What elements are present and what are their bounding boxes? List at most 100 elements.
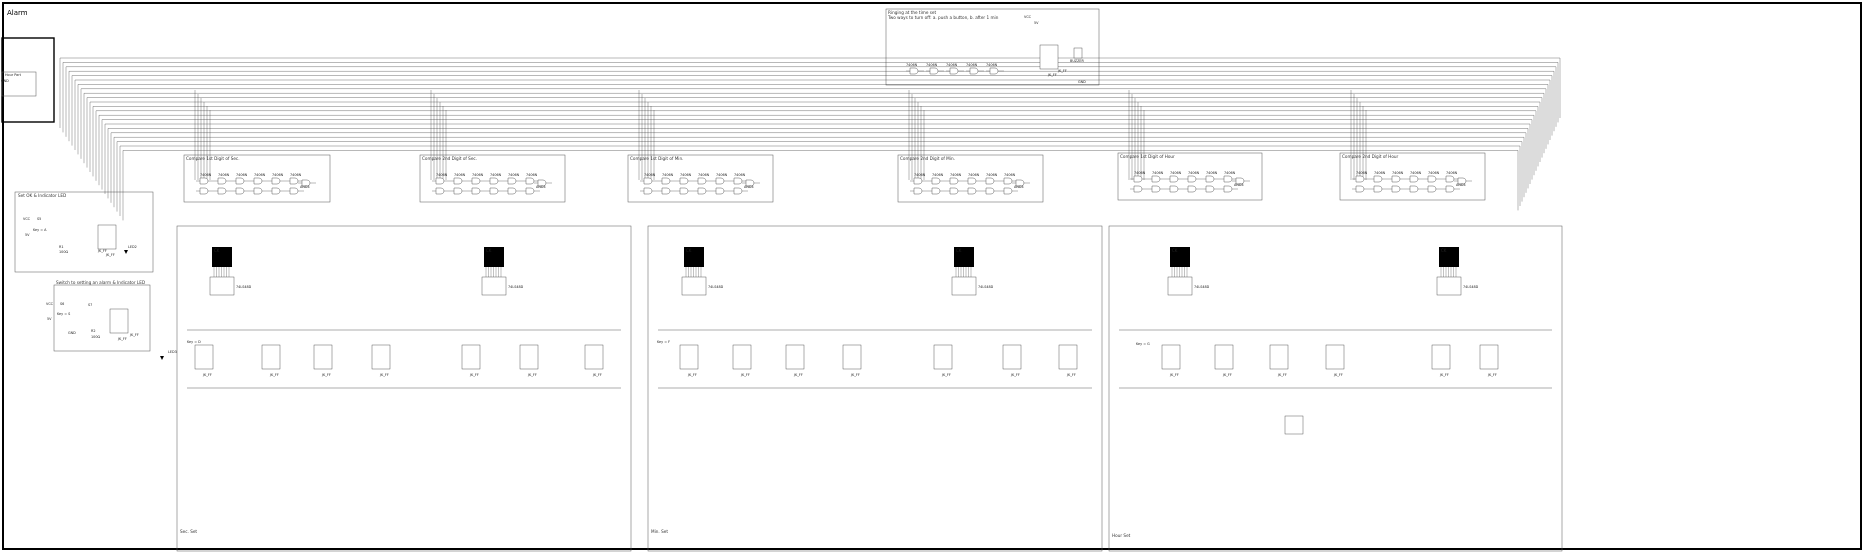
nand-gate	[967, 187, 977, 195]
display-ck: CK	[956, 248, 962, 253]
jk-ff-label: JK_FF	[1439, 373, 1449, 377]
nand-gate	[733, 187, 743, 195]
bus-wire	[107, 128, 1529, 199]
sec-key-d: Key = D	[187, 340, 201, 344]
jk-ff-label: JK_FF	[105, 253, 115, 257]
jk-ff-chip	[1479, 344, 1499, 370]
gate-label: 7406N	[1152, 171, 1164, 175]
cmp-1st-sec-title: Compare 1st Digit of Sec.	[186, 156, 240, 161]
ringing-gate-label: 7406N	[986, 63, 998, 67]
gate-label: 7406N	[218, 173, 230, 177]
not-gate	[679, 177, 689, 185]
bus-wire	[110, 132, 1527, 203]
jk-ff-chip	[1039, 44, 1059, 70]
jk-ff-label: JK_FF	[321, 373, 331, 377]
bus-wire	[59, 57, 1561, 128]
nand-gate	[1373, 185, 1383, 193]
bus-wires	[59, 57, 1561, 389]
not-gate	[715, 177, 725, 185]
nand-gate	[1205, 185, 1215, 193]
jk-ff-label: JK_FF	[117, 337, 127, 341]
nand-gate	[1409, 185, 1419, 193]
nand-gate	[913, 187, 923, 195]
bus-wire	[77, 84, 1549, 155]
jk-ff-label: JK_FF	[469, 373, 479, 377]
cmp-2nd-min-title: Compare 2nd Digit of Min.	[900, 156, 955, 161]
bus-wire	[89, 101, 1541, 172]
and4-label: AND4	[744, 185, 754, 189]
displays: CK74LS48DCK74LS48DCK74LS48DCK74LS48DCK74…	[209, 247, 1479, 296]
gate-label: 7406N	[698, 173, 710, 177]
not-gate	[1187, 175, 1197, 183]
jk-ff-label: JK_FF	[1169, 373, 1179, 377]
not-gate	[235, 177, 245, 185]
nand-gate	[1169, 185, 1179, 193]
jk-ff-label: JK_FF	[1047, 73, 1057, 77]
gate-label: 7406N	[526, 173, 538, 177]
gate-label: 7406N	[1188, 171, 1200, 175]
cmp-2nd-hour-box	[1339, 152, 1486, 201]
switch-gnd: GND	[68, 331, 76, 335]
switch-5v: 5V	[47, 317, 52, 321]
gate-label: 7406N	[490, 173, 502, 177]
gate-label: 7406N	[254, 173, 266, 177]
gate-label: 7406N	[716, 173, 728, 177]
decoder-label: 74LS48D	[1463, 285, 1479, 289]
gate-label: 7406N	[950, 173, 962, 177]
and4-gate	[537, 179, 547, 187]
decoder-label: 74LS48D	[236, 285, 252, 289]
nand-gate	[435, 187, 445, 195]
gate-label: 7406N	[1356, 171, 1368, 175]
jk-ff-label: JK_FF	[1487, 373, 1497, 377]
gate-label: 7406N	[1206, 171, 1218, 175]
jk-ff-chip	[785, 344, 805, 370]
and4-gate	[1015, 179, 1025, 187]
gate-label: 7406N	[454, 173, 466, 177]
ringing-gnd: GND	[1078, 80, 1086, 84]
not-gate	[1151, 175, 1161, 183]
not-gate	[1133, 175, 1143, 183]
hour-set-title: Hour Set	[1112, 533, 1131, 538]
nand-gate	[217, 187, 227, 195]
gate-label: 7406N	[1392, 171, 1404, 175]
ringing-5v: 5V	[1034, 21, 1039, 25]
ringing-gate-label: 7406N	[966, 63, 978, 67]
min-set-box	[647, 225, 1103, 552]
min-key-f: Key = F	[657, 340, 670, 344]
set-ok-led2: LED2	[128, 245, 137, 249]
nand-gate	[1445, 185, 1455, 193]
hour-key-g: Key = G	[1136, 342, 1150, 346]
jk-ff-label: JK_FF	[269, 373, 279, 377]
jk-ff-chip	[1325, 344, 1345, 370]
gate-label: 7406N	[734, 173, 746, 177]
gate-label: 7406N	[508, 173, 520, 177]
and4-label: AND4	[536, 185, 546, 189]
not-gate	[1427, 175, 1437, 183]
nand-gate	[271, 187, 281, 195]
cmp-2nd-sec-box	[419, 154, 566, 203]
not-gate	[949, 177, 959, 185]
bus-wire	[86, 97, 1543, 168]
cmp-2nd-sec-title: Compare 2nd Digit of Sec.	[422, 156, 477, 161]
gate-label: 7406N	[290, 173, 302, 177]
not-gate	[1373, 175, 1383, 183]
ringing-buzzer: BUZZER	[1070, 59, 1085, 63]
jk-ff-label: JK_FF	[379, 373, 389, 377]
decoder-chip	[951, 276, 977, 296]
nand-gate	[1003, 187, 1013, 195]
bus-wire	[95, 110, 1537, 181]
nand-gate	[1187, 185, 1197, 193]
nand-gate	[1133, 185, 1143, 193]
bus-wire	[71, 75, 1553, 146]
nand-gate	[1151, 185, 1161, 193]
gate-label: 7406N	[200, 173, 212, 177]
hour-set-box	[1108, 225, 1563, 552]
jk-ff-label: JK_FF	[941, 373, 951, 377]
led2-icon	[124, 250, 128, 254]
and4-label: AND4	[300, 185, 310, 189]
not-gate	[217, 177, 227, 185]
bus-wire	[74, 79, 1551, 150]
jk-ff-label: JK_FF	[740, 373, 750, 377]
and4-gate	[1457, 177, 1467, 185]
